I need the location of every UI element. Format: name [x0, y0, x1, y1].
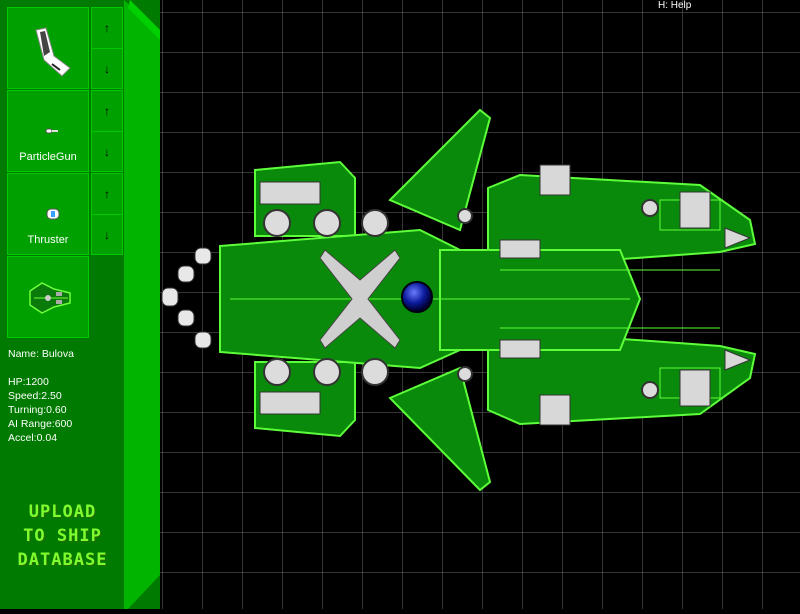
upload-line: TO SHIP — [23, 526, 102, 546]
move-down-button[interactable]: ↓ — [104, 62, 110, 76]
move-up-button[interactable]: ↑ — [92, 174, 122, 215]
upload-line: DATABASE — [17, 550, 108, 570]
turret-mounts — [263, 199, 659, 399]
slot-3-arrows: ↑ ↓ — [91, 173, 123, 255]
move-down-button[interactable]: ↓ — [104, 228, 110, 242]
part-slot-1[interactable] — [7, 7, 89, 89]
ship-part-bracket-icon — [35, 27, 71, 77]
ship-name: Name: Bulova — [8, 348, 74, 360]
ship-core[interactable] — [401, 281, 433, 313]
stat-accel: Accel:0.04 — [8, 432, 58, 444]
stat-turning: Turning:0.60 — [8, 404, 67, 416]
ship-preview-icon — [29, 282, 71, 314]
thruster-icon — [46, 208, 60, 220]
stat-ai-range: AI Range:600 — [8, 418, 73, 430]
hull-emblem — [319, 249, 401, 349]
upload-to-ship-database-button[interactable]: UPLOAD TO SHIP DATABASE — [10, 500, 115, 572]
part-slot-particlegun[interactable]: ParticleGun — [7, 90, 89, 172]
parts-panel: ↑ ↓ ParticleGun ↑ ↓ Thruster ↑ ↓ — [0, 0, 160, 609]
ship-editor-canvas[interactable]: H: Help — [160, 0, 800, 609]
part-slot-thruster[interactable]: Thruster — [7, 173, 89, 255]
move-up-button[interactable]: ↑ — [92, 91, 122, 132]
move-up-button[interactable]: ↑ — [92, 8, 122, 49]
gun-blocks — [259, 164, 752, 426]
stat-speed: Speed:2.50 — [8, 390, 62, 402]
panel-bevel — [124, 0, 160, 609]
particle-gun-icon — [45, 128, 58, 134]
help-hint: H: Help — [658, 0, 692, 11]
slot-label: ParticleGun — [19, 151, 77, 163]
upload-line: UPLOAD — [28, 502, 97, 522]
stat-hp: HP:1200 — [8, 376, 49, 388]
move-down-button[interactable]: ↓ — [104, 145, 110, 159]
slot-1-arrows: ↑ ↓ — [91, 7, 123, 89]
ship-preview-slot[interactable] — [7, 256, 89, 338]
slot-label: Thruster — [27, 234, 69, 246]
ship-stats: Name: Bulova HP:1200 Speed:2.50 Turning:… — [8, 347, 74, 445]
thruster-array — [161, 247, 212, 349]
editor-grid — [160, 0, 800, 609]
slot-2-arrows: ↑ ↓ — [91, 90, 123, 172]
